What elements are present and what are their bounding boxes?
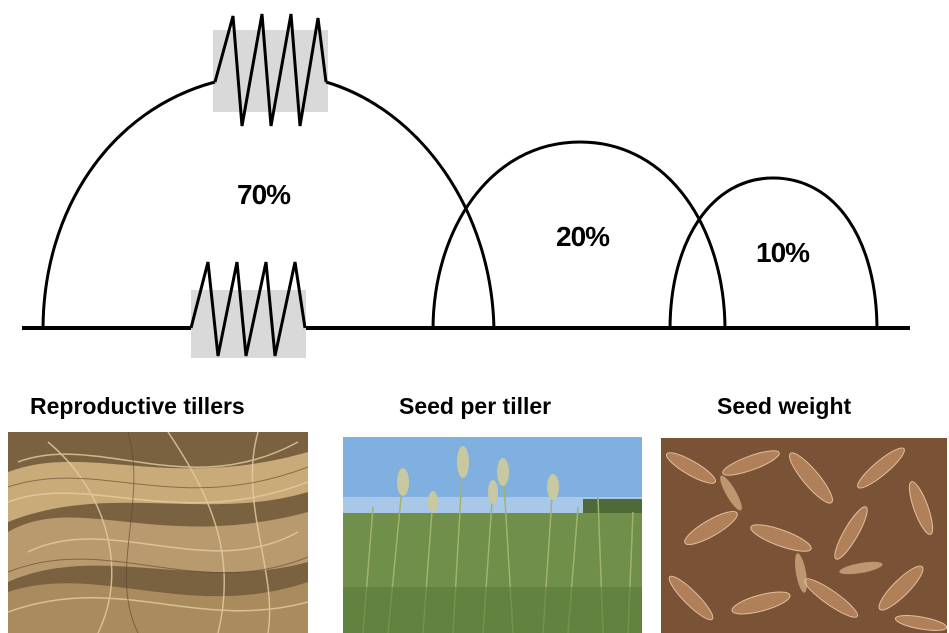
caption-seed-weight: Seed weight: [717, 393, 852, 419]
percent-label-seed-per-tiller: 20%: [556, 221, 610, 252]
seeds-photo: [661, 438, 947, 633]
large-dome: [41, 80, 496, 331]
yield-components-diagram: 70% 20% 10%: [22, 13, 910, 358]
tillers-photo: [8, 432, 308, 633]
percent-label-reproductive-tillers: 70%: [237, 179, 291, 210]
caption-reproductive-tillers: Reproductive tillers: [30, 393, 245, 419]
bottom-spring-zigzag: [189, 261, 307, 357]
top-spring-box: [213, 30, 328, 112]
percent-label-seed-weight: 10%: [756, 237, 810, 268]
medium-dome: [431, 140, 727, 331]
top-spring-zigzag: [213, 13, 328, 127]
small-dome: [668, 176, 879, 331]
field-photo: [343, 437, 642, 633]
caption-seed-per-tiller: Seed per tiller: [399, 393, 552, 419]
